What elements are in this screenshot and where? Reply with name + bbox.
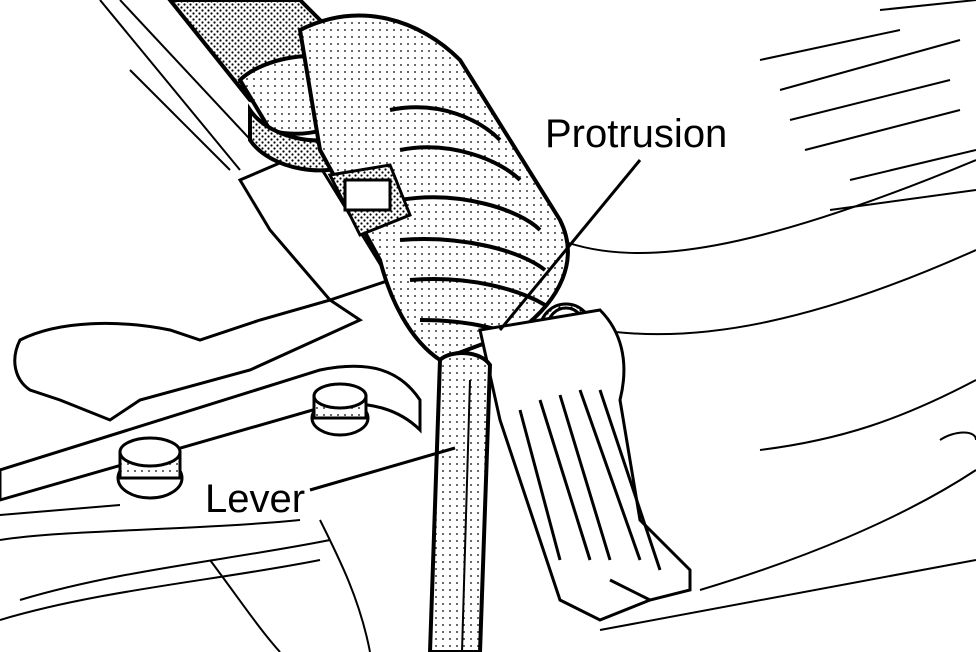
bolt-middle [310, 382, 370, 437]
leader-lines [309, 159, 642, 492]
bolt-left [116, 436, 184, 500]
left-body-lines [0, 0, 371, 652]
mounting-bracket [0, 148, 422, 502]
lever-rod [427, 351, 493, 652]
protrusion-leader [498, 159, 642, 331]
protrusion-label: Protrusion [545, 112, 727, 156]
lever-label: Lever [205, 477, 305, 521]
rubber-boot [297, 13, 570, 363]
lever-leader [309, 446, 456, 492]
boot-clamp [327, 163, 412, 237]
background-lines [559, 0, 976, 631]
lower-housing [478, 308, 692, 622]
